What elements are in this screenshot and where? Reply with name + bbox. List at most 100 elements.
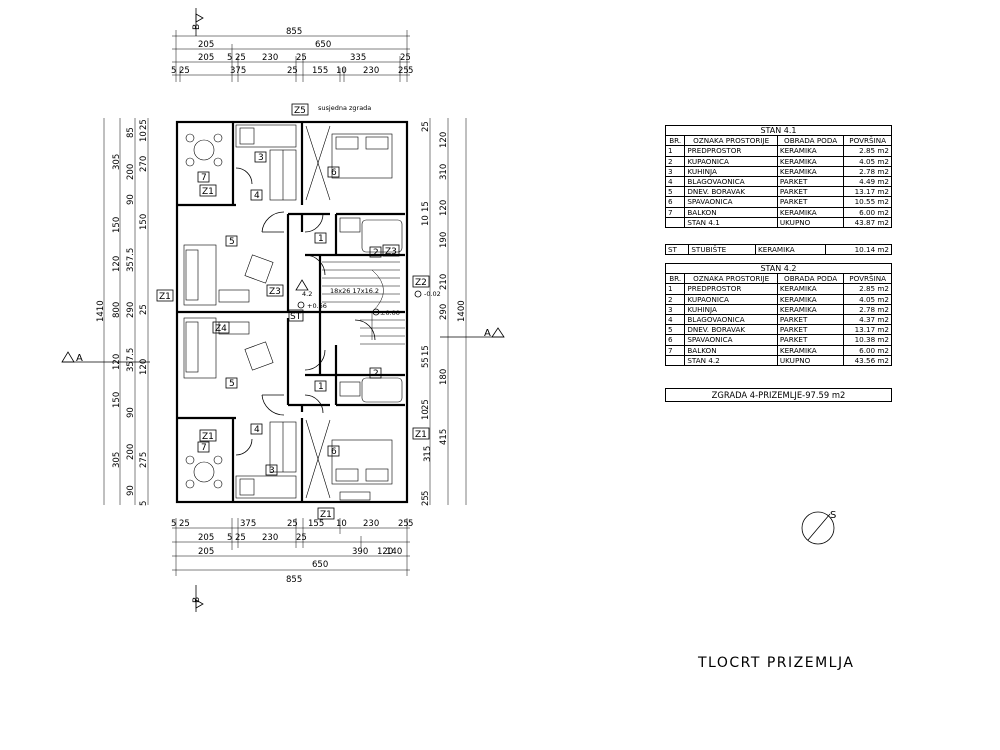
furniture-lower [183,317,403,501]
table-cell: KERAMIKA [776,283,845,295]
room-number-5b: 5 [229,379,235,389]
bottom-dimensions: 5 25 375 25 155 10 230 25 5 205 5 25 230… [171,518,413,585]
dim-top-r3-3: 230 [262,53,278,63]
table-stan-4-2: STAN 4.2 BR. OZNAKA PROSTORIJE OBRADA PO… [664,262,892,367]
table-cell: KUPAONICA [684,155,778,167]
doors [235,167,376,456]
dim-top-r4-3: 25 [287,66,298,76]
dim-bot-r1-1: 25 [179,519,190,529]
section-marker-b-top: B [192,8,204,36]
table-cell: 2 [664,155,686,167]
col-header: OBRADA PODA [776,273,845,285]
level-stair-a: 4.2 [302,290,312,298]
room-number-5: 5 [229,237,235,247]
room-number-1: 1 [318,234,324,244]
dim-bot-r3-0: 205 [198,547,214,557]
table-title: STAN 4.2 [665,262,892,275]
table-cell: 5 [664,324,686,336]
section-b-label: B [192,24,202,30]
table-cell: 4.05 m2 [843,293,892,305]
furniture-upper [183,124,403,306]
col-header: BR. [664,273,686,285]
table-cell: PARKET [776,334,845,346]
dim-left-i3: 150 [139,214,149,230]
dim-bot-total: 855 [286,575,302,585]
dim-bot-r2-5: 390 [352,547,368,557]
right-dimensions: 1400 120 310 120 190 210 290 180 415 315… [421,118,467,506]
room-number-1b: 1 [318,382,324,392]
dim-right-i7: 5 [421,491,431,496]
section-marker-a-left: A [61,351,150,364]
dim-bot-r2-6: 120 [377,547,393,557]
section-a-label-right: A [484,328,491,339]
dim-top-r4-1: 25 [179,66,190,76]
marker-z4: Z4 [215,324,227,334]
dim-right-o6: 180 [439,369,449,385]
marker-z1-a: Z1 [202,187,214,197]
table-cell: 10.38 m2 [843,334,892,346]
dim-left-m6: 90 [126,407,136,418]
dim-right-i8: 25 [421,495,431,506]
marker-z2: Z2 [415,278,427,288]
dim-top-r3-4: 25 [296,53,307,63]
building-total: ZGRADA 4-PRIZEMLJE-97.59 m2 [665,388,892,402]
table-cell: KERAMIKA [776,165,845,178]
table-cell: 6 [664,196,686,208]
dim-left-i1: 10 [139,131,149,142]
table-cell: KERAMIKA [776,293,845,305]
dim-top-r3-6: 25 [400,53,411,63]
table-cell: KERAMIKA [776,145,845,157]
marker-z1-d: Z1 [415,430,427,440]
dim-left-i5: 120 [139,359,149,375]
col-header: OZNAKA PROSTORIJE [684,135,778,147]
dim-left-o0: 305 [112,154,122,170]
table-cell: BALKON [684,206,778,218]
table-cell: 6.00 m2 [843,206,892,218]
dim-right-o8: 315 [423,446,433,462]
dim-left-m3: 357.5 [126,248,136,272]
table-cell: 4.37 m2 [843,314,892,326]
table-cell: UKUPNO [776,354,845,367]
dim-bot-r1-3: 25 [287,519,298,529]
col-header: POVRŠINA [843,135,892,147]
dim-left-m0: 85 [126,127,136,138]
table-cell: 3 [664,303,686,316]
dim-right-o2: 120 [439,200,449,216]
dim-left-o4: 120 [112,354,122,370]
table-cell: ST [664,243,690,256]
table-cell: 43.56 m2 [843,354,892,367]
dim-bot-r1-8: 5 [408,519,413,529]
dim-left-o1: 150 [112,217,122,233]
dim-bot-r1-4: 155 [308,519,324,529]
level-marks: susjedna zgrada +0.66 ±0.00 -0.02 4.2 [295,104,441,317]
dim-right-i4: 55 [421,357,431,368]
dim-top-r4-7: 25 [398,66,409,76]
table-cell: KERAMIKA [776,303,845,316]
dim-top-r2-0: 205 [198,40,214,50]
table-cell: PARKET [776,186,845,198]
north-label: S [830,510,836,521]
level-ground: ±0.00 [380,309,400,317]
dim-left-o5: 150 [112,392,122,408]
table-cell: KERAMIKA [776,206,845,218]
dim-right-total: 1400 [457,300,467,322]
dim-bot-r2-4: 25 [296,533,307,543]
table-cell [664,216,686,229]
table-cell: STAN 4.1 [684,216,778,229]
dim-top-r2-1: 650 [315,40,331,50]
dim-bot-r1-7: 25 [398,519,409,529]
section-marker-b-bottom: B [192,585,204,612]
staircase: 18x26 17x16.2 [322,261,405,345]
